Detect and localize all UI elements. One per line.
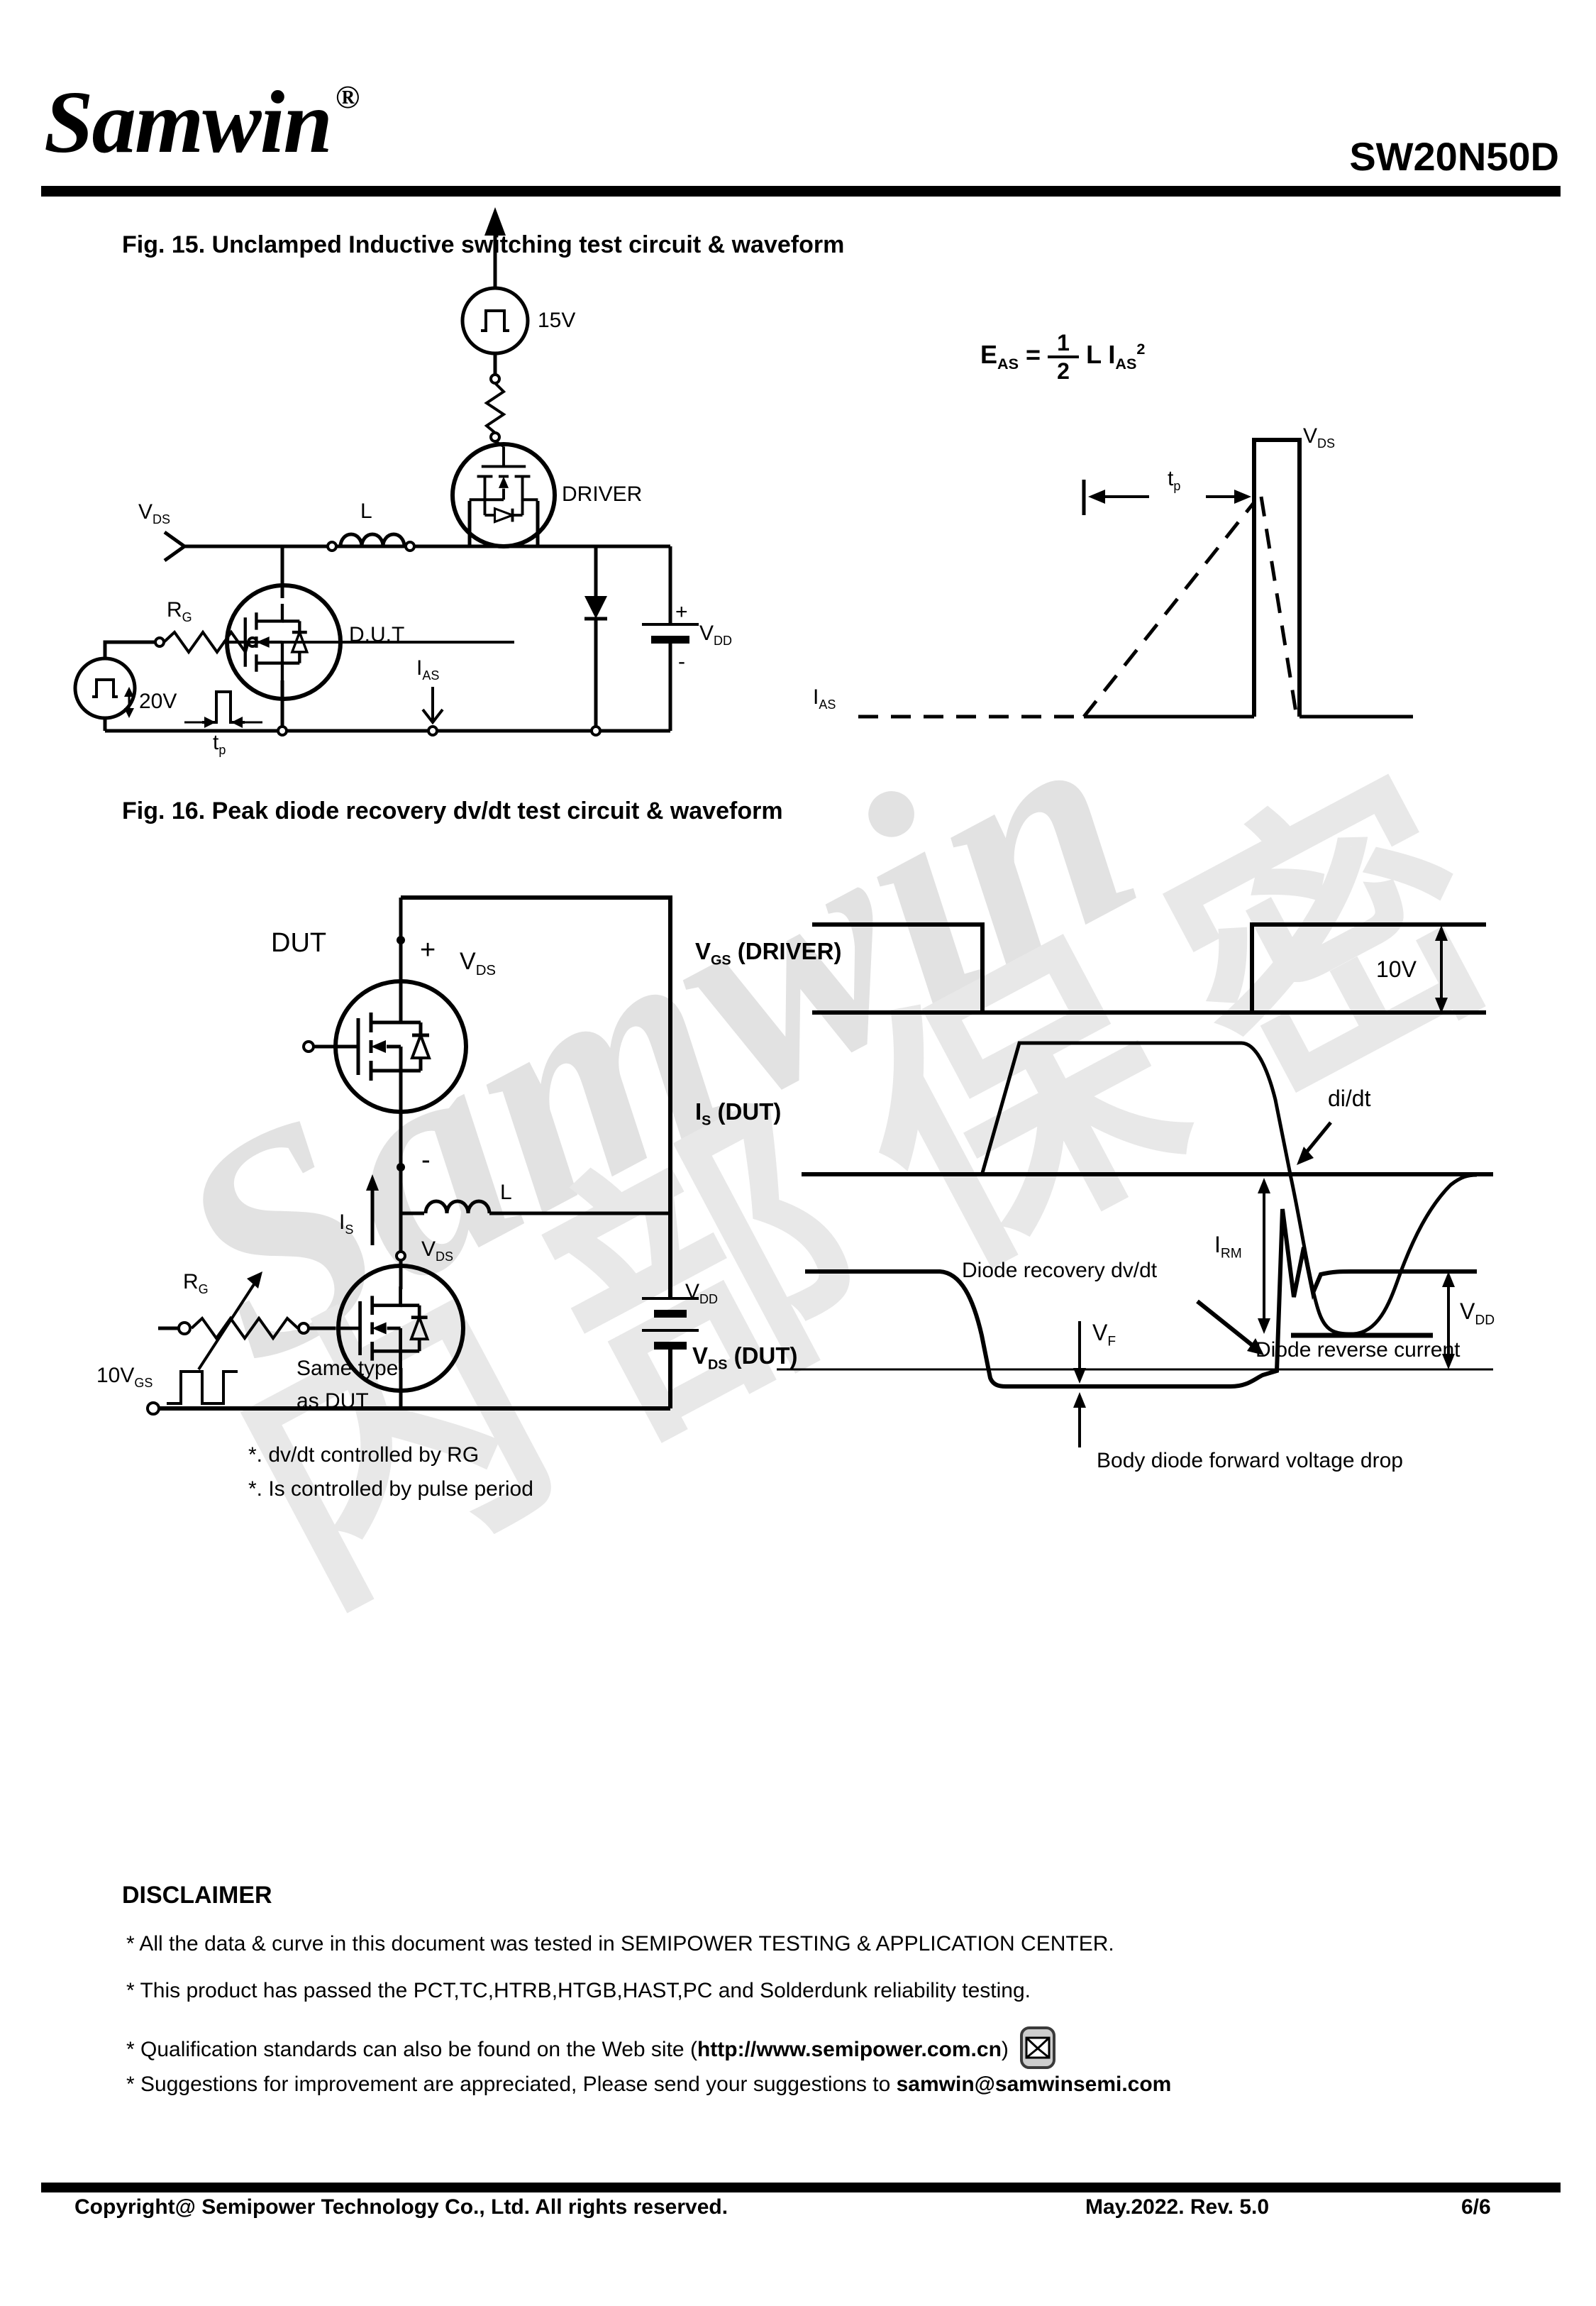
vf-label: VF [1092, 1320, 1116, 1350]
disclaimer-line-4: * Suggestions for improvement are apprec… [126, 2073, 1171, 2097]
dut-label-fig16: DUT [271, 928, 327, 958]
registered-mark: ® [335, 79, 360, 115]
supply-15v-label: 15V [538, 309, 576, 332]
inductor-label-fig15: L [360, 500, 372, 523]
rg-label-fig15: RG [167, 598, 192, 624]
footer-copyright: Copyright@ Semipower Technology Co., Ltd… [74, 2195, 728, 2219]
vgs-panel-label: VGS (DRIVER) [695, 938, 842, 969]
note-dvdt: *. dv/dt controlled by RG [248, 1443, 480, 1467]
pulse-20v-label: 20V [139, 690, 177, 713]
inductor-label-fig16: L [500, 1181, 512, 1204]
vdd-label-fig16: VDD [685, 1280, 719, 1306]
disclaimer-line-3-text: * Qualification standards can also be fo… [126, 2037, 697, 2061]
logo-text: Samwin [44, 74, 333, 172]
note-is: *. Is controlled by pulse period [248, 1477, 533, 1501]
battery-minus-label: - [678, 650, 685, 673]
vds-label-fig15: VDS [138, 500, 171, 526]
is-panel-label: IS (DUT) [695, 1098, 782, 1129]
vds-plus-label: + [420, 935, 436, 965]
header-rule [41, 186, 1561, 197]
vds-minus-label: - [421, 1145, 431, 1175]
footer-rule [41, 2183, 1561, 2192]
same-type-label-2: as DUT [297, 1389, 369, 1413]
email-link[interactable]: samwin@samwinsemi.com [896, 2073, 1172, 2096]
fig16-schematic [146, 895, 1493, 1447]
fig15-diagram: VDS L 15V DRIVER D.U.T RG 20V tp IAS + V… [71, 199, 1504, 766]
v10-label: 10V [1376, 956, 1417, 982]
battery-plus-label: + [675, 600, 688, 624]
vds-label-wf15: VDS [1303, 424, 1336, 451]
disclaimer-line-2: * This product has passed the PCT,TC,HTR… [126, 1979, 1031, 2002]
ias-label-wf15: IAS [813, 685, 836, 712]
body-diode-label: Body diode forward voltage drop [1097, 1449, 1403, 1472]
is-label-fig16: IS [339, 1210, 354, 1237]
website-link[interactable]: http://www.semipower.com.cn [697, 2037, 1002, 2061]
vds-mid-label: VDS [421, 1237, 454, 1264]
footer-revision: May.2022. Rev. 5.0 [1085, 2195, 1270, 2219]
vdd-label-fig15: VDD [699, 622, 733, 648]
fig15-title: Fig. 15. Unclamped Inductive switching t… [122, 231, 845, 258]
disclaimer-heading: DISCLAIMER [122, 1882, 272, 1909]
vdd-wf-label: VDD [1460, 1298, 1495, 1328]
fig15-schematic [73, 207, 1413, 737]
rg-label-fig16: RG [183, 1270, 209, 1296]
disclaimer-line-4-text: * Suggestions for improvement are apprec… [126, 2073, 897, 2096]
vgs-source-label: 10VGS [96, 1364, 153, 1390]
disclaimer-line-3-close: ) [1001, 2037, 1009, 2061]
tp-label-wf15: tp [1168, 467, 1181, 493]
fig16-diagram: DUT + VDS - IS L VDS RG VDD 10VGS Same t… [85, 873, 1596, 1533]
mail-icon [1019, 2026, 1057, 2075]
tp-label-fig15: tp [213, 731, 226, 757]
vds-panel-label: VDS (DUT) [692, 1342, 798, 1373]
part-number: SW20N50D [1349, 134, 1559, 179]
ias-label-fig15: IAS [416, 656, 440, 683]
dut-label-fig15: D.U.T [349, 623, 405, 646]
disclaimer-line-1: * All the data & curve in this document … [126, 1932, 1114, 1955]
diode-reverse-label: Diode reverse current [1256, 1338, 1461, 1362]
vds-top-label: VDS [460, 948, 497, 978]
same-type-label-1: Same type [297, 1357, 399, 1380]
disclaimer-line-3: * Qualification standards can also be fo… [126, 2026, 1057, 2075]
diode-recovery-label: Diode recovery dv/dt [962, 1259, 1158, 1282]
samwin-logo: Samwin® [44, 78, 360, 167]
didt-label: di/dt [1328, 1086, 1371, 1111]
driver-label: DRIVER [562, 482, 643, 506]
fig16-title: Fig. 16. Peak diode recovery dv/dt test … [122, 798, 783, 824]
irm-label: IRM [1214, 1232, 1242, 1262]
footer-page-number: 6/6 [1461, 2195, 1491, 2219]
